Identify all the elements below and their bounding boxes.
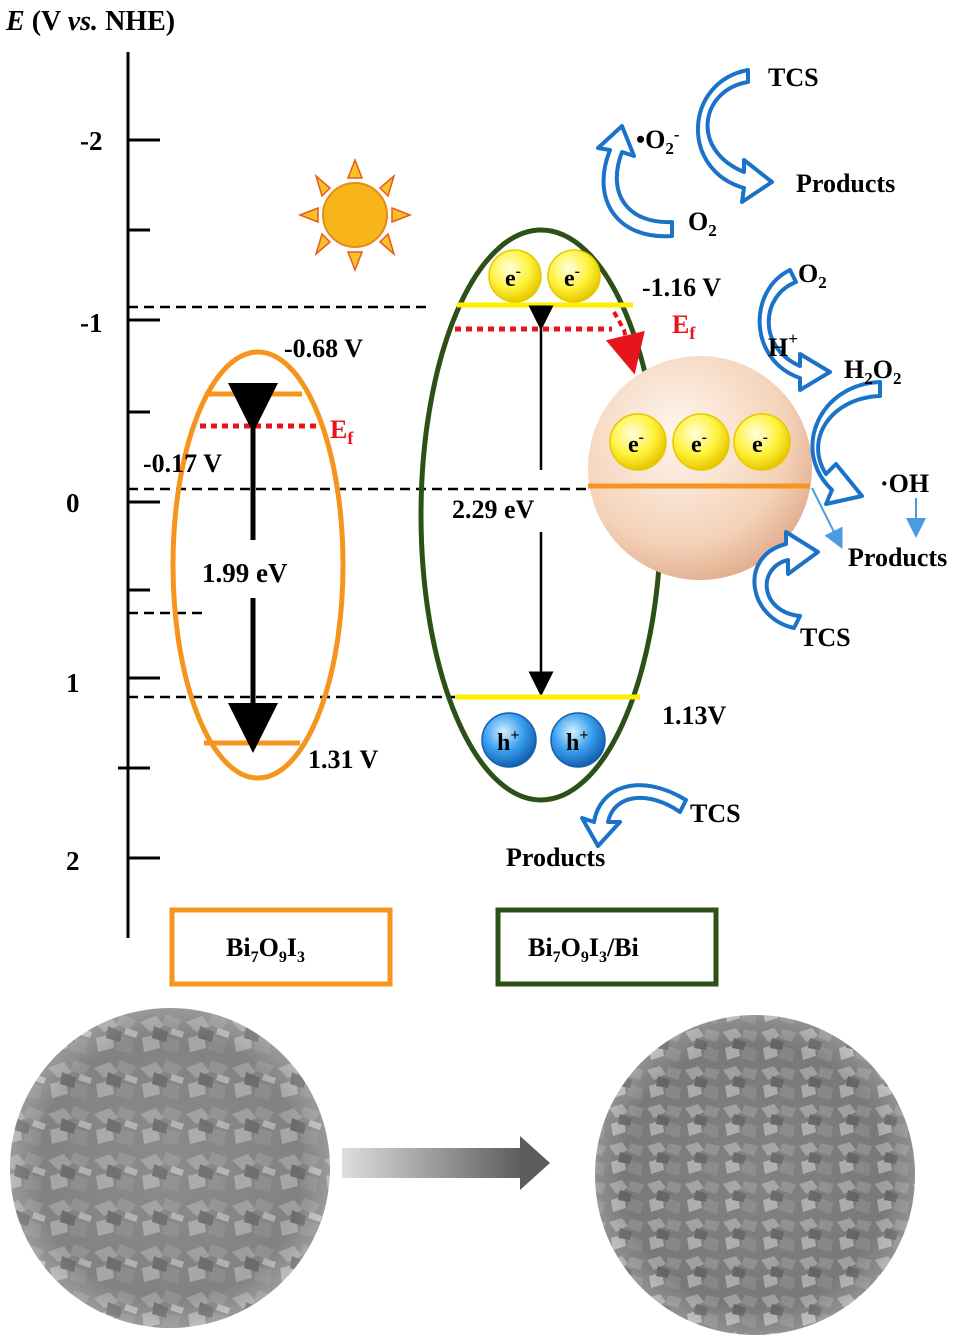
h2o2-to-oh-arrow	[810, 380, 882, 506]
left-ef-value: -0.17 V	[143, 449, 222, 478]
o2-to-h2o2-arrow	[757, 268, 832, 392]
reference-dashes	[128, 305, 590, 699]
superoxide-label: •O2-	[636, 125, 680, 158]
bi7o9i3-ellipse	[170, 349, 346, 781]
left-ef-label: Ef	[330, 415, 354, 448]
svg-text:e-: e-	[752, 429, 768, 458]
bi7o9i3-box	[169, 907, 393, 987]
tcs-label-bottom: TCS	[690, 799, 741, 828]
bi-electron-3: e-	[733, 413, 791, 471]
o2-label-mid: O2	[798, 259, 827, 292]
left-cb-label: -0.68 V	[284, 334, 363, 363]
svg-text:e-: e-	[505, 263, 521, 292]
h-plus-label: H+	[768, 329, 798, 362]
tick-label-0: 0	[66, 488, 80, 518]
right-ef-label: Ef	[672, 310, 696, 343]
svg-text:e-: e-	[628, 429, 644, 458]
tcs-label-top: TCS	[768, 63, 819, 92]
bi7o9i3-label: Bi7O9I3	[226, 933, 305, 966]
electron-transfer-arrow	[605, 311, 645, 375]
tcs-label-mid: TCS	[800, 623, 851, 652]
bi-electron-1: e-	[609, 413, 667, 471]
cb-electron-2: e-	[547, 249, 601, 303]
right-vb-label: 1.13V	[662, 701, 727, 730]
sem-image-bi7o9i3-bi	[595, 1015, 915, 1335]
right-cb-label: -1.16 V	[642, 273, 721, 302]
h2o2-label: H2O2	[844, 355, 901, 388]
sun-icon	[297, 157, 413, 273]
o2-label-top: O2	[688, 207, 717, 240]
axis-ticks	[118, 138, 160, 860]
bi7o9i3-bi-label: Bi7O9I3/Bi	[528, 933, 639, 966]
vb-hole-1: h+	[481, 712, 537, 768]
svg-text:h+: h+	[497, 727, 519, 756]
svg-text:h+: h+	[566, 727, 588, 756]
products-label-top: Products	[796, 169, 895, 198]
bi7o9i3-bi-box	[495, 907, 719, 987]
bi-electron-2: e-	[672, 413, 730, 471]
svg-text:e-: e-	[691, 429, 707, 458]
hydroxyl-label: ·OH	[880, 469, 929, 498]
transformation-arrow	[342, 1136, 550, 1190]
svg-text:e-: e-	[564, 263, 580, 292]
tick-label-1: 1	[66, 668, 80, 698]
tcs-to-products-arrow-top	[696, 68, 774, 204]
bi-to-products-arrow	[811, 487, 843, 549]
vb-hole-2: h+	[550, 712, 606, 768]
sem-image-bi7o9i3	[10, 1008, 330, 1328]
tcs-to-products-arrow-bottom	[580, 783, 688, 848]
right-gap-label: 2.29 eV	[452, 495, 535, 524]
reaction-arrows	[580, 68, 882, 848]
products-label-bottom: Products	[506, 843, 605, 872]
cb-electron-1: e-	[488, 249, 542, 303]
left-vb-label: 1.31 V	[308, 745, 379, 774]
tcs-to-products-arrow-mid	[752, 530, 820, 630]
left-gap-label: 1.99 eV	[202, 558, 288, 588]
axis-title: E (V vs. NHE)	[5, 6, 175, 37]
tick-label-neg2: -2	[80, 126, 103, 156]
tick-label-neg1: -1	[80, 308, 103, 338]
o2-to-superoxide-arrow	[596, 124, 674, 239]
products-label-mid: Products	[848, 543, 947, 572]
tick-label-2: 2	[66, 846, 80, 876]
